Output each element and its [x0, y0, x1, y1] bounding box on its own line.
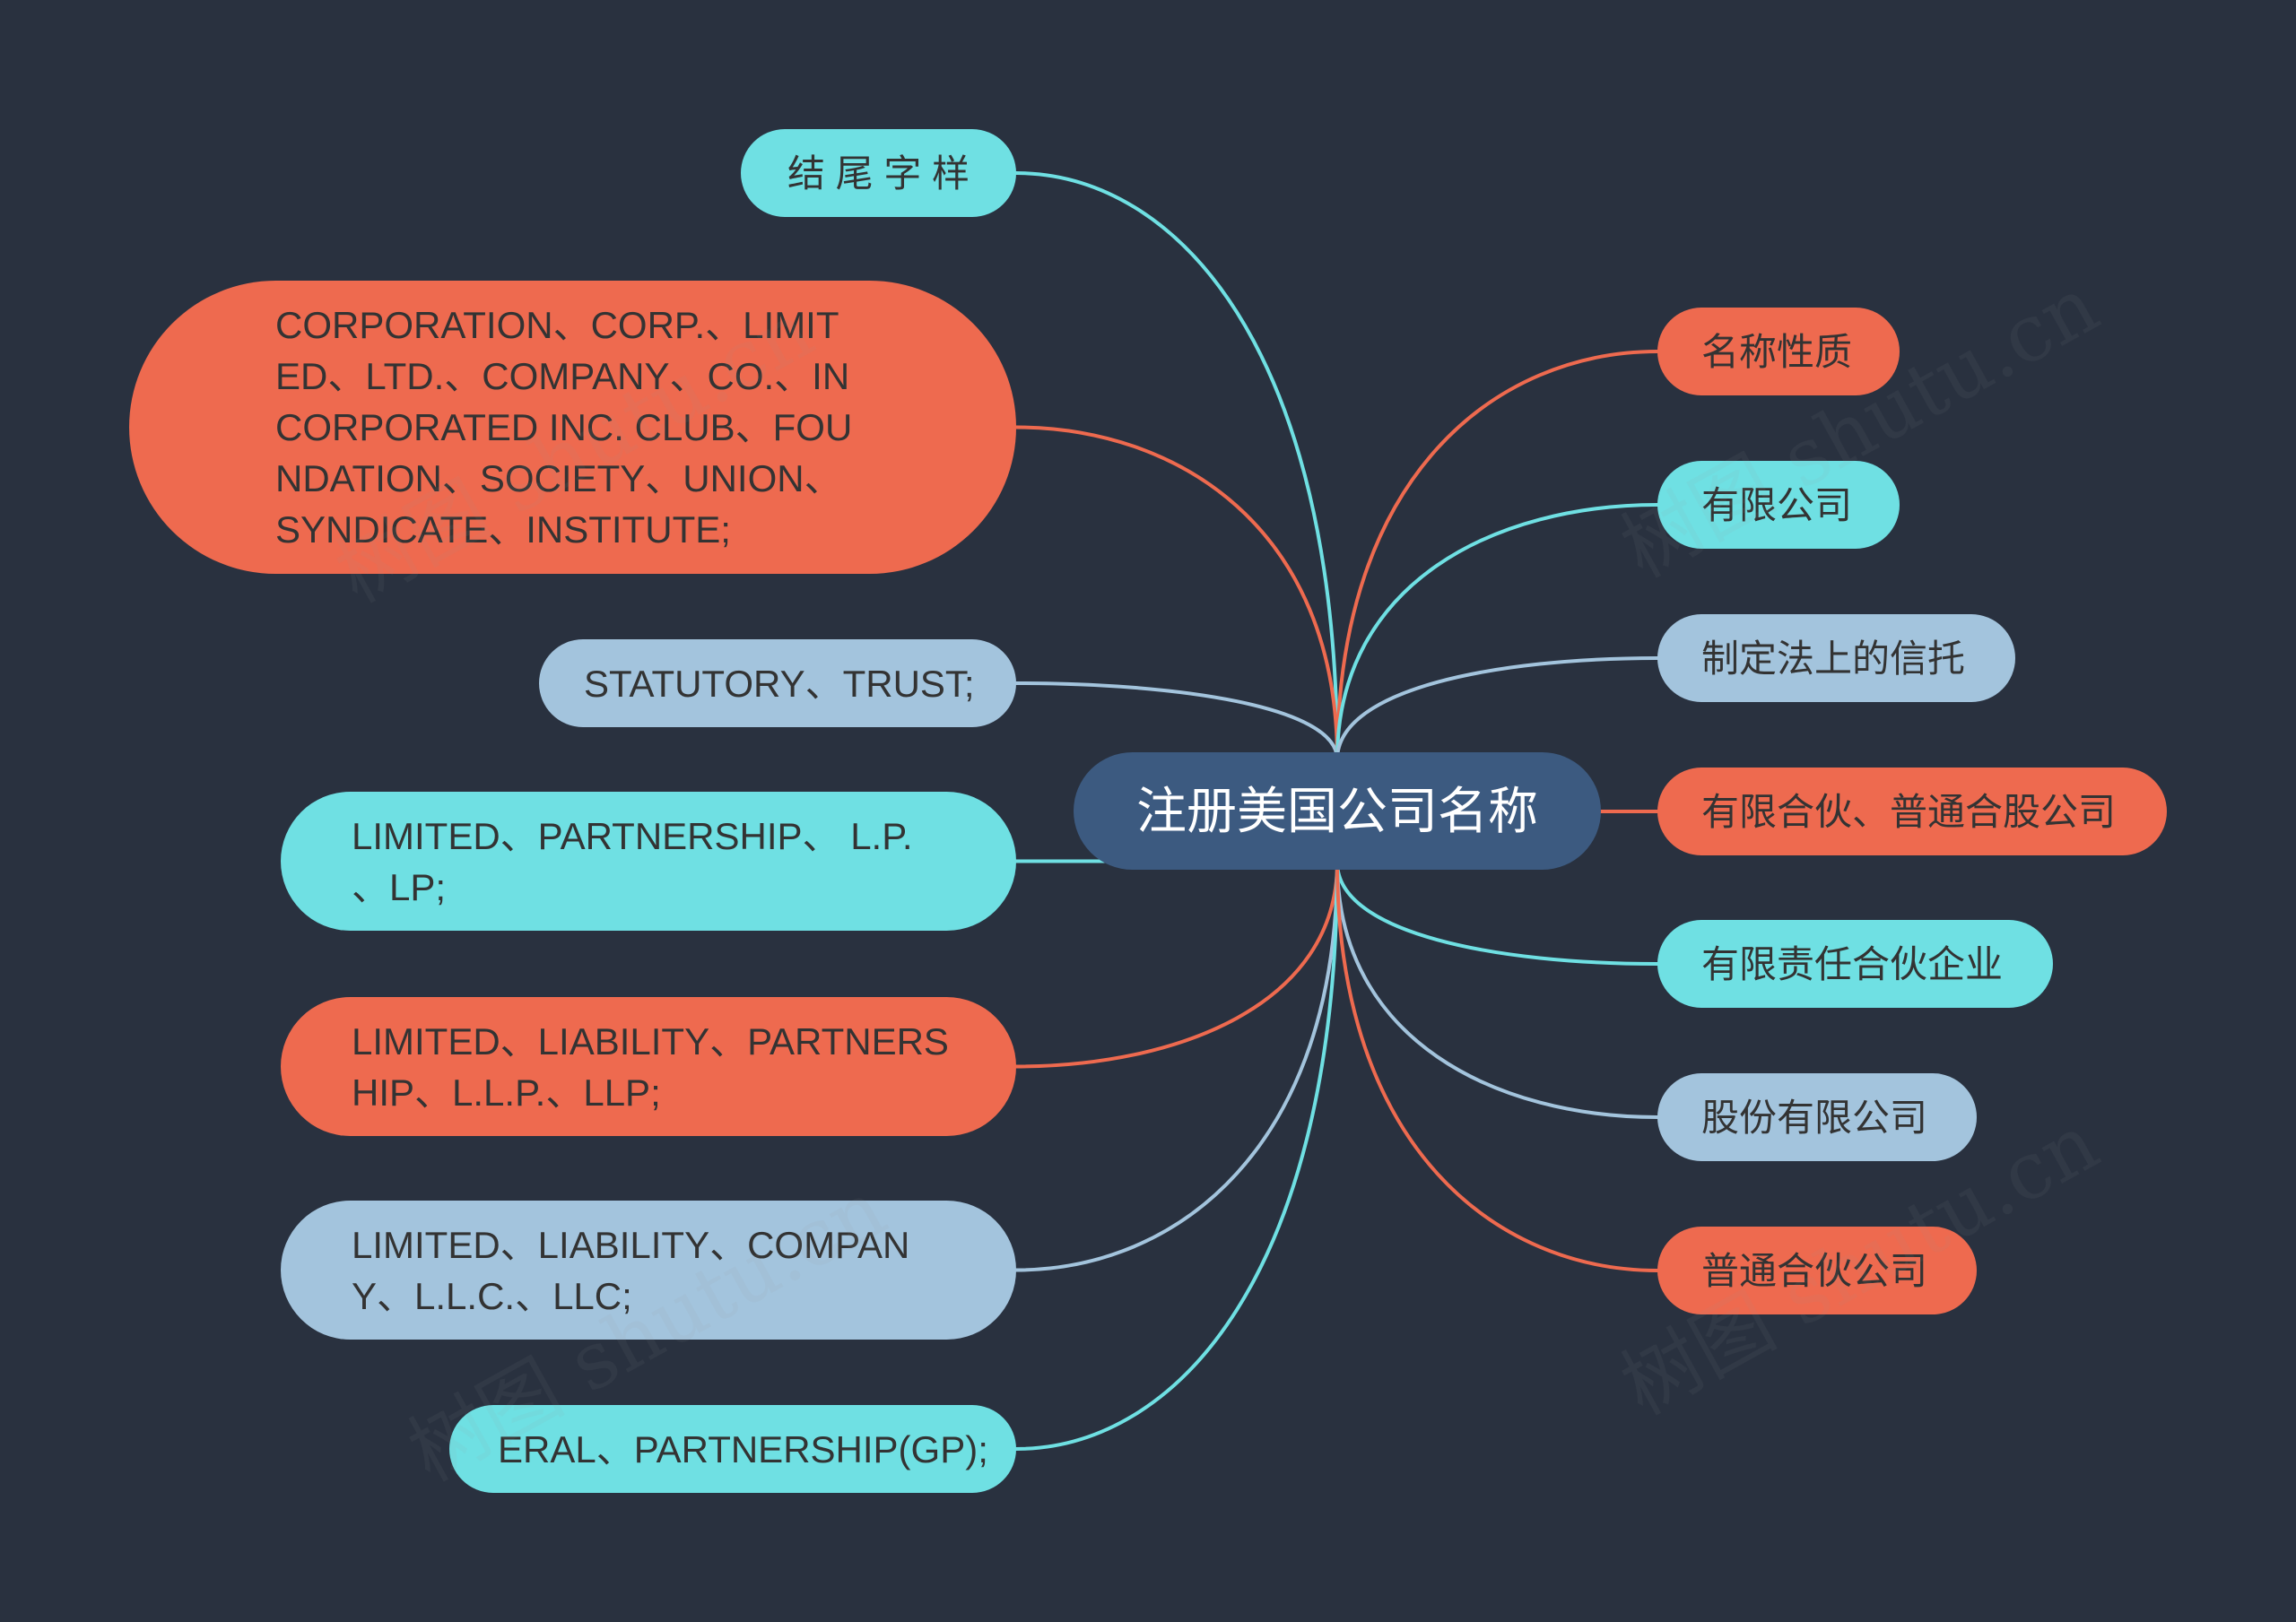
- node-statutory-trust-cn[interactable]: 制定法上的信托: [1657, 614, 2015, 702]
- node-text-line: LIMITED、LIABILITY、PARTNERS: [352, 1019, 949, 1063]
- node-text-line: ERAL、PARTNERSHIP(GP);: [498, 1427, 988, 1470]
- node-label: 名称性质: [1701, 330, 1853, 373]
- connector-limited-liability-partnership-enterprise: [1335, 861, 1659, 966]
- node-llp[interactable]: LIMITED、LIABILITY、PARTNERS HIP、L.L.P.、LL…: [281, 997, 1016, 1136]
- node-statutory-trust[interactable]: STATUTORY、TRUST;: [539, 639, 1016, 727]
- connector-name-nature: [1335, 350, 1659, 761]
- node-limited-company[interactable]: 有限公司: [1657, 461, 1900, 549]
- node-ending-words[interactable]: 结 尾 字 样: [741, 129, 1016, 217]
- connector-llc: [1014, 861, 1339, 1272]
- connector-statutory-trust: [1014, 681, 1339, 761]
- node-text-line: LIMITED、LIABILITY、COMPAN: [352, 1223, 910, 1266]
- node-text-line: LIMITED、PARTNERSHIP、 L.P.: [352, 814, 913, 857]
- node-text-line: ED、LTD.、COMPANY、CO.、IN: [275, 355, 850, 397]
- node-label: 股份有限公司: [1701, 1096, 1928, 1139]
- node-label: 有限合伙、普通合股公司: [1701, 790, 2117, 833]
- node-label: 制定法上的信托: [1701, 637, 1966, 680]
- node-text-line: HIP、L.L.P.、LLP;: [352, 1071, 661, 1114]
- node-text-line: STATUTORY、TRUST;: [584, 662, 975, 705]
- connector-llp: [1014, 861, 1339, 1069]
- node-joint-stock-company[interactable]: 股份有限公司: [1657, 1073, 1977, 1161]
- node-name-nature[interactable]: 名称性质: [1657, 308, 1900, 395]
- node-limited-liability-partnership-enterprise[interactable]: 有限责任合伙企业: [1657, 920, 2053, 1008]
- node-limited-partnership[interactable]: LIMITED、PARTNERSHIP、 L.P. 、LP;: [281, 792, 1016, 931]
- node-text-line: SYNDICATE、INSTITUTE;: [275, 508, 731, 551]
- node-text-line: 结 尾 字 样: [787, 152, 970, 195]
- connector-ending-words: [1014, 171, 1339, 761]
- node-general-partnership-company[interactable]: 普通合伙公司: [1657, 1227, 1977, 1314]
- node-label: 有限责任合伙企业: [1701, 942, 2004, 985]
- connector-joint-stock-company: [1335, 861, 1659, 1119]
- node-general-partnership[interactable]: ERAL、PARTNERSHIP(GP);: [449, 1405, 1016, 1493]
- node-limited-general-partnership-company[interactable]: 有限合伙、普通合股公司: [1657, 768, 2167, 855]
- central-topic-label: 注册美国公司名称: [1136, 783, 1538, 839]
- node-corporation-suffixes[interactable]: CORPORATION、CORP.、LIMIT ED、LTD.、COMPANY、…: [129, 281, 1016, 574]
- node-label: 普通合伙公司: [1701, 1249, 1928, 1292]
- connector-corporation-suffixes: [1014, 425, 1339, 761]
- connector-general-partnership-company: [1335, 861, 1659, 1272]
- node-label: 有限公司: [1701, 483, 1853, 526]
- node-text-line: CORPORATION、CORP.、LIMIT: [275, 304, 839, 346]
- node-text-line: NDATION、SOCIETY、UNION、: [275, 457, 842, 499]
- connector-general-partnership: [1014, 861, 1339, 1451]
- connector-statutory-trust-cn: [1335, 656, 1659, 761]
- node-text-line: 、LP;: [352, 865, 447, 908]
- node-llc[interactable]: LIMITED、LIABILITY、COMPAN Y、L.L.C.、LLC;: [281, 1201, 1016, 1340]
- node-text-line: CORPORATED INC. CLUB、FOU: [275, 406, 853, 448]
- central-topic[interactable]: 注册美国公司名称: [1074, 752, 1601, 870]
- node-text-line: Y、L.L.C.、LLC;: [352, 1274, 632, 1317]
- connector-limited-company: [1335, 503, 1659, 761]
